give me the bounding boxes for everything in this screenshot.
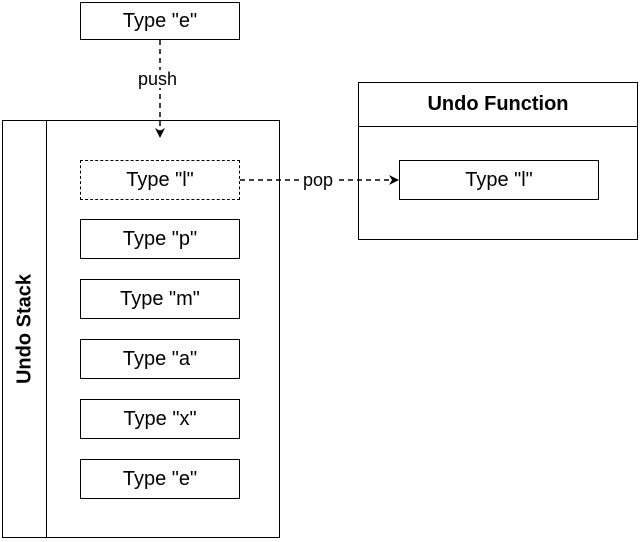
stack-item-bottom: Type "e" [80,459,240,499]
undo-stack-title-column: Undo Stack [3,121,47,537]
stack-item: Type "a" [80,339,240,379]
undo-function-item-label: Type "l" [465,169,533,191]
stack-item-label: Type "x" [123,408,197,430]
stack-item-label: Type "m" [120,288,200,310]
undo-function-title: Undo Function [427,93,569,115]
undo-function-header: Undo Function [359,83,637,127]
stack-item: Type "m" [80,279,240,319]
stack-item-label: Type "p" [122,228,198,250]
push-label: push [136,69,180,89]
stack-item-label: Type "a" [122,348,198,370]
stack-item-top: Type "l" [80,160,240,200]
undo-stack-title: Undo Stack [13,273,36,385]
stack-item-label: Type "e" [122,468,198,490]
stack-item: Type "p" [80,219,240,259]
incoming-action-node: Type "e" [80,2,240,40]
stack-item: Type "x" [80,399,240,439]
pop-label: pop [301,170,336,190]
undo-function-item: Type "l" [399,160,599,200]
stack-item-label: Type "l" [126,169,194,191]
incoming-action-label: Type "e" [122,10,198,32]
